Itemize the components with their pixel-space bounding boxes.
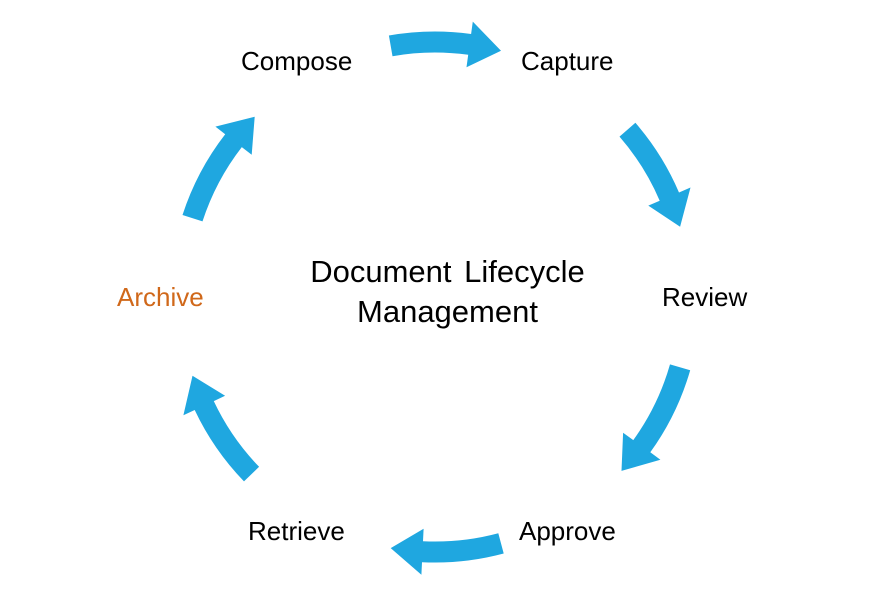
arrow-archive-to-compose	[182, 116, 255, 222]
arrow-retrieve-to-archive	[183, 375, 260, 482]
stage-label-approve: Approve	[519, 516, 616, 546]
diagram-title: Document Lifecycle Management	[250, 252, 645, 332]
arrow-approve-to-retrieve	[390, 528, 504, 575]
stage-label-retrieve: Retrieve	[248, 516, 345, 546]
arrow-compose-to-capture	[388, 21, 501, 68]
arrow-capture-to-review	[619, 122, 691, 227]
stage-label-compose: Compose	[241, 46, 353, 76]
diagram-title-line-1: Document Lifecycle	[310, 254, 585, 289]
stage-label-archive: Archive	[117, 282, 204, 312]
stage-label-capture: Capture	[521, 46, 614, 76]
arrow-review-to-approve	[621, 364, 691, 471]
stage-label-review: Review	[662, 282, 748, 312]
diagram-title-line-2: Management	[357, 294, 538, 329]
